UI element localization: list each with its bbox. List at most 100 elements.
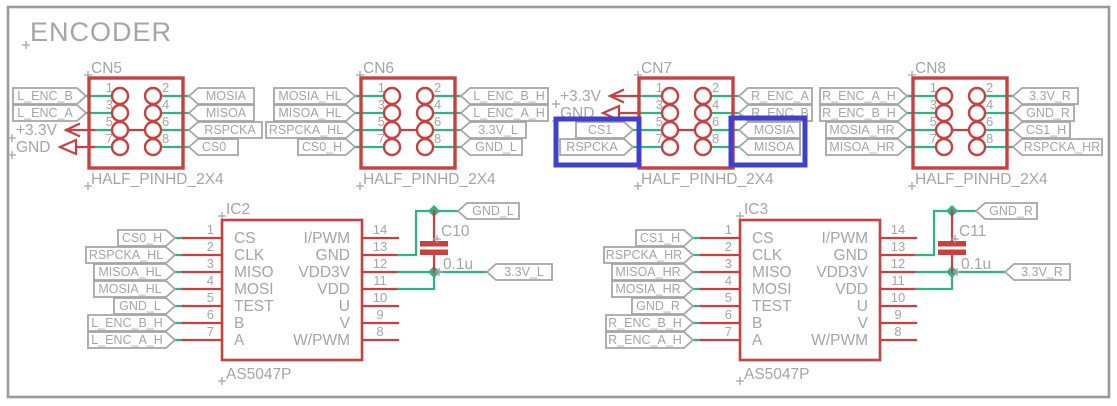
net-flag[interactable]: L_ENC_A_H	[87, 331, 177, 349]
pin-number: 1	[656, 80, 663, 95]
net-flag[interactable]: MOSIA	[187, 87, 255, 105]
net-flag[interactable]: MISOA_HR	[825, 138, 909, 156]
net-flag[interactable]: GND_L	[113, 297, 177, 315]
ic3[interactable]: IC3 1 2 3 4 5 6 7 CS CLK	[691, 201, 918, 385]
ic2-value: AS5047P	[226, 366, 292, 383]
net-flag[interactable]: CS1	[575, 121, 635, 139]
ic2-refdes: IC2	[226, 201, 250, 218]
flag-label: CS1_H	[640, 231, 680, 245]
net-flag[interactable]: RSPCKA	[559, 138, 635, 156]
net-flag[interactable]: RSPCKA_HL	[265, 121, 357, 139]
net-flag[interactable]: R_ENC_A_H	[819, 87, 909, 105]
net-flag[interactable]: 3.3V_R	[1011, 87, 1079, 105]
ic3-right-pin-wires[interactable]	[878, 236, 918, 342]
cn5-body[interactable]	[87, 76, 185, 170]
net-flag[interactable]: MOSIA_HL	[273, 87, 357, 105]
flag-label: CS1_H	[1026, 123, 1066, 137]
net-flag[interactable]: R_ENC_A_H	[605, 331, 695, 349]
net-flag[interactable]: CS0_H	[297, 138, 357, 156]
supply-3v3-symbol[interactable]: +3.3V	[8, 122, 96, 142]
capacitor-c11[interactable]: C11 0.1u	[938, 209, 991, 276]
pin-number: 8	[894, 324, 901, 339]
net-flag[interactable]: MISOA_HR	[611, 263, 695, 281]
pin-number: 3	[106, 97, 113, 112]
pin-number: 3	[207, 256, 214, 271]
pin-number: 4	[207, 273, 214, 288]
net-flag[interactable]: CS0_H	[117, 229, 177, 247]
net-flag[interactable]: MOSIA_HL	[93, 280, 177, 298]
net-flag[interactable]: CS1_H	[1011, 121, 1071, 139]
cn7-wires[interactable]	[631, 94, 741, 149]
ic2-right-pin-wires[interactable]	[360, 236, 400, 342]
net-flag[interactable]: R_ENC_B_H	[605, 314, 695, 332]
net-flag[interactable]: 3.3V_R	[1003, 263, 1071, 281]
net-flag[interactable]: 3.3V_L	[485, 263, 553, 281]
net-flag[interactable]: GND_R	[1011, 104, 1075, 122]
cn8-body[interactable]	[911, 76, 1009, 170]
net-flag[interactable]: L_ENC_B_H	[459, 87, 549, 105]
cn6-body[interactable]	[359, 76, 457, 170]
net-flag[interactable]: R_ENC_B_H	[819, 104, 909, 122]
net-flag[interactable]: MISOA_HL	[93, 263, 177, 281]
supply-3v3-symbol[interactable]: +3.3V	[552, 88, 639, 108]
cn8-wires[interactable]	[905, 94, 1015, 149]
net-flag[interactable]: MOSIA_HR	[825, 121, 909, 139]
net-flag[interactable]: GND_R	[631, 297, 695, 315]
net-flag[interactable]: RSPCKA	[187, 121, 263, 139]
sheet-frame	[6, 5, 1111, 399]
net-flag[interactable]: MOSIA_HR	[611, 280, 695, 298]
net-flag[interactable]: 3.3V_L	[459, 121, 527, 139]
pin-name: A	[752, 332, 763, 349]
cn7-pins[interactable]	[660, 86, 713, 157]
net-flag[interactable]: GND_L	[456, 202, 520, 220]
net-flag[interactable]: L_ENC_B_H	[87, 314, 177, 332]
cn5-pins[interactable]	[110, 86, 163, 157]
origin-cross	[22, 41, 30, 49]
ic2-body[interactable]	[220, 218, 364, 362]
net-flag[interactable]: L_ENC_B	[12, 87, 88, 105]
cn6-pins[interactable]	[382, 86, 435, 157]
net-flag[interactable]: MISOA	[187, 104, 255, 122]
ic2[interactable]: IC2 1 2 3 4 5 6 7 CS CLK	[173, 201, 400, 385]
pin-name: CS	[234, 230, 256, 247]
net-flag[interactable]: GND_L	[459, 138, 523, 156]
net-flag[interactable]: L_ENC_A	[12, 104, 88, 122]
net-flag[interactable]: RSPCKA_HR	[1011, 138, 1103, 156]
net-flag[interactable]: CS1_H	[635, 229, 695, 247]
ic3-left-pin-wires[interactable]	[691, 236, 742, 342]
cn8-refdes: CN8	[915, 60, 946, 77]
net-flag[interactable]: CS0	[187, 138, 239, 156]
net-flag[interactable]: RSPCKA_HL	[85, 246, 177, 264]
pin-number: 2	[207, 239, 214, 254]
cn8-pins[interactable]	[934, 86, 987, 157]
ic2-left-pin-wires[interactable]	[173, 236, 224, 342]
c11-refdes: C11	[959, 223, 986, 240]
ic2-right-pin-names: I/PWM GND VDD3V VDD U V W/PWM	[293, 230, 350, 349]
pin-number: 4	[986, 97, 993, 112]
highlight-box-mosia-misoa	[728, 115, 808, 168]
flag-label: GND_R	[989, 204, 1033, 218]
flag-label: RSPCKA_HR	[1024, 140, 1100, 154]
pin-name: MISO	[752, 264, 792, 281]
capacitor-c10[interactable]: C10 0.1u	[420, 209, 473, 276]
cn5-wires[interactable]	[84, 94, 191, 149]
ic3-body[interactable]	[738, 218, 882, 362]
net-flag[interactable]: MISOA_HL	[273, 104, 357, 122]
pin-number: 5	[378, 114, 385, 129]
pin-number: 2	[434, 80, 441, 95]
net-flag[interactable]: L_ENC_A_H	[459, 104, 549, 122]
net-flag[interactable]: MOSIA	[737, 121, 801, 139]
net-flag[interactable]: RSPCKA_HR	[603, 246, 695, 264]
cn6-wires[interactable]	[353, 94, 463, 149]
net-flag[interactable]: R_ENC_A	[737, 87, 813, 105]
net-flag[interactable]: GND_R	[974, 202, 1038, 220]
pin-number: 3	[656, 97, 663, 112]
pin-name: TEST	[752, 298, 792, 315]
supply-gnd-symbol[interactable]: GND	[8, 138, 96, 159]
pin-number: 5	[930, 114, 937, 129]
net-flag[interactable]: MISOA	[737, 138, 801, 156]
